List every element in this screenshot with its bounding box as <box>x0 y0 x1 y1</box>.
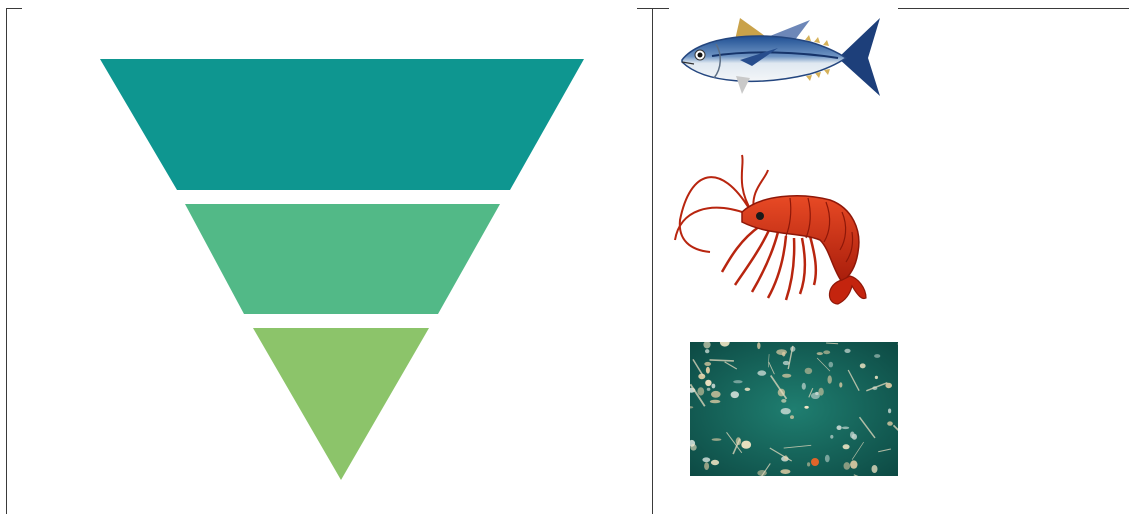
plankton-speck <box>690 444 696 451</box>
plankton-speck <box>705 349 709 353</box>
plankton-speck <box>828 375 832 383</box>
plankton-speck <box>703 341 710 348</box>
plankton-strand <box>898 344 911 345</box>
plankton-speck <box>711 460 719 465</box>
plankton-speck <box>741 441 751 449</box>
plankton-speck <box>874 354 880 358</box>
pyramid-tier-middle <box>185 204 500 314</box>
plankton-strand <box>826 343 838 344</box>
plankton-speck <box>710 400 721 404</box>
plankton-speck <box>776 349 787 355</box>
shrimp-body <box>742 196 859 282</box>
plankton-strand <box>710 360 734 361</box>
plankton-speck <box>818 388 823 396</box>
plankton-speck <box>839 382 842 387</box>
tuna-ventral-fin <box>736 76 750 94</box>
shrimp-legs <box>722 226 816 300</box>
plankton-speck <box>781 399 786 403</box>
plankton-speck <box>850 460 857 468</box>
plankton-speck <box>780 469 790 474</box>
plankton-speck <box>805 368 813 374</box>
plankton-water <box>690 342 898 476</box>
plankton-speck <box>757 342 760 349</box>
inverted-pyramid <box>100 59 584 480</box>
plankton-image <box>687 338 911 486</box>
plankton-speck <box>823 350 830 354</box>
plankton-speck <box>704 362 711 366</box>
plankton-speck <box>872 465 878 473</box>
plankton-speck <box>757 370 766 375</box>
plankton-speck <box>781 408 791 414</box>
plankton-speck <box>731 391 739 398</box>
plankton-speck <box>687 406 694 408</box>
shrimp-eye <box>756 212 764 220</box>
plankton-speck <box>837 425 842 430</box>
plankton-speck <box>733 380 742 383</box>
plankton-speck <box>875 376 878 379</box>
plankton-speck <box>705 380 711 386</box>
tuna-fish-image <box>682 18 880 96</box>
plankton-speck <box>712 384 716 389</box>
plankton-speck <box>802 383 806 390</box>
plankton-speck <box>844 462 851 470</box>
plankton-speck <box>825 455 830 462</box>
tuna-pupil <box>698 53 703 58</box>
pyramid-tier-top <box>100 59 584 190</box>
plankton-speck <box>815 392 819 395</box>
plankton-speck <box>887 421 893 425</box>
plankton-speck <box>745 388 751 391</box>
plankton-speck <box>702 457 710 462</box>
plankton-speck <box>697 387 704 395</box>
plankton-orange-speck <box>811 458 819 466</box>
pyramid-tier-bottom <box>253 328 429 480</box>
plankton-speck <box>804 406 808 409</box>
plankton-speck <box>888 409 891 414</box>
plankton-speck <box>790 415 794 419</box>
shrimp-tail <box>829 276 866 304</box>
plankton-speck <box>830 435 833 439</box>
plankton-speck <box>843 444 850 449</box>
plankton-speck <box>707 388 711 391</box>
plankton-speck <box>844 349 850 353</box>
plankton-speck <box>860 363 866 368</box>
plankton-speck <box>807 462 810 466</box>
plankton-speck <box>720 338 730 346</box>
plankton-speck <box>706 367 710 374</box>
shrimp-image <box>675 155 866 304</box>
plankton-speck <box>711 391 721 398</box>
plankton-speck <box>842 427 849 430</box>
plankton-speck <box>850 432 855 439</box>
plankton-speck <box>704 462 709 470</box>
plankton-speck <box>817 352 823 355</box>
plankton-speck <box>829 362 834 368</box>
tuna-body <box>682 36 846 81</box>
plankton-speck <box>712 438 722 441</box>
plankton-speck <box>782 374 791 378</box>
